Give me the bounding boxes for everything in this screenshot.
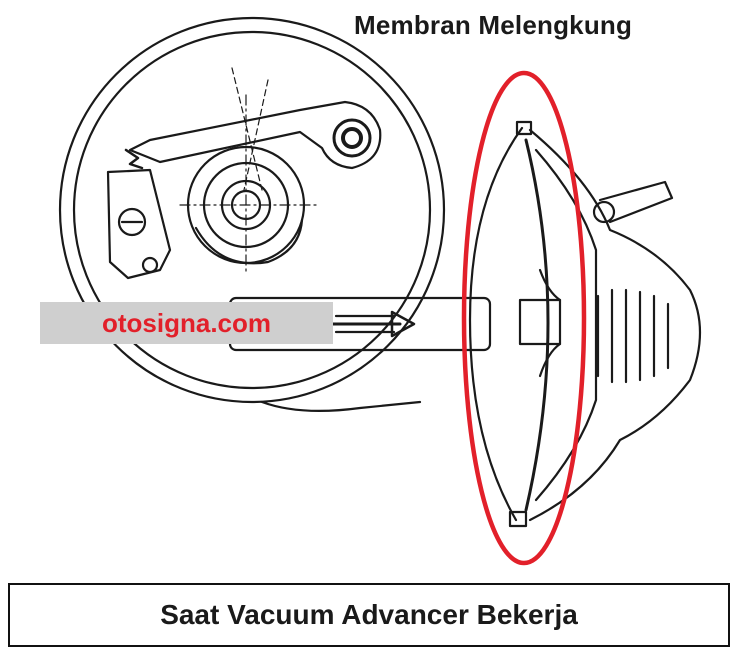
housing-inner-ring xyxy=(72,30,432,390)
membrane-curve xyxy=(524,138,550,512)
advance-line-a xyxy=(231,67,263,191)
return-spring xyxy=(596,288,670,384)
rod-arrow-head xyxy=(390,310,416,338)
diaphragm-case-right xyxy=(528,128,702,522)
housing-bottom-lip xyxy=(260,400,422,413)
membrane-bracket-top xyxy=(538,268,562,302)
lever-pivot-outer xyxy=(332,118,372,158)
contact-spring xyxy=(124,148,144,170)
diaphragm-case-left xyxy=(468,126,524,522)
lever-pivot-inner xyxy=(341,127,363,149)
watermark-banner: otosigna.com xyxy=(40,302,333,344)
membrane-cap-bottom xyxy=(508,510,528,528)
caption-text: Saat Vacuum Advancer Bekerja xyxy=(160,599,578,630)
caption-box: Saat Vacuum Advancer Bekerja xyxy=(8,583,730,647)
contact-pin xyxy=(141,256,159,274)
membrane-label: Membran Melengkung xyxy=(354,10,633,40)
membrane-bracket-bottom xyxy=(538,342,562,378)
housing-outer-ring xyxy=(58,16,446,404)
vacuum-nipple xyxy=(598,180,674,224)
contact-block xyxy=(106,168,172,280)
contact-screw xyxy=(117,207,147,237)
watermark-text: otosigna.com xyxy=(101,307,271,338)
diaphragm-inner-wall xyxy=(534,148,598,502)
nipple-joint xyxy=(592,200,616,224)
cam-lobe xyxy=(194,218,304,265)
breaker-lever xyxy=(128,100,382,170)
membrane-cap-top xyxy=(515,120,533,136)
advance-line-b xyxy=(243,79,269,191)
membrane-highlight-ellipse xyxy=(461,70,587,566)
membrane-plate xyxy=(518,298,562,346)
